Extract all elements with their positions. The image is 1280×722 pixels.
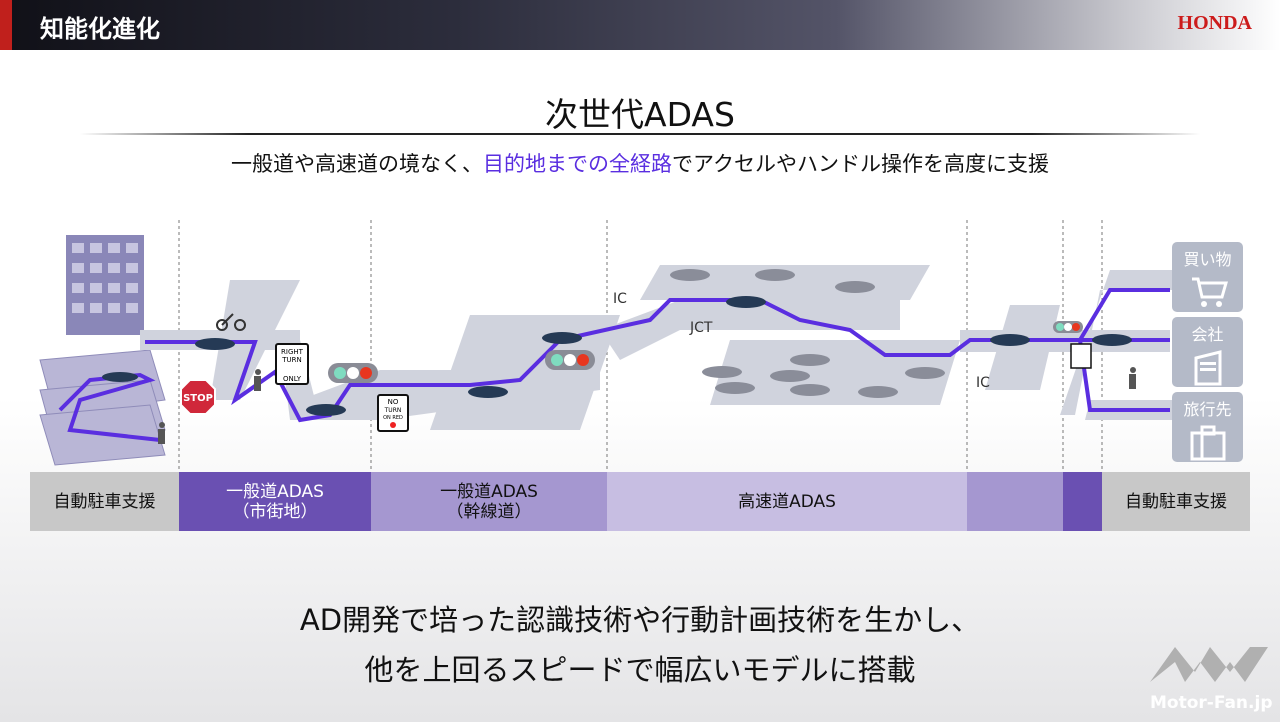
segment-label: 高速道ADAS xyxy=(738,491,836,512)
segment-auto-parking: 自動駐車支援 xyxy=(30,472,179,531)
destination-travel: 旅行先 xyxy=(1172,392,1243,462)
sign-text: ON RED xyxy=(383,415,403,421)
roads xyxy=(140,265,1175,430)
building-icon xyxy=(66,235,144,335)
segment-sublabel: （市街地） xyxy=(232,501,318,522)
traffic-light-icon xyxy=(1053,321,1083,333)
segment-arterial-adas: 一般道ADAS（幹線道） xyxy=(371,472,607,531)
sign-text: ONLY xyxy=(283,375,302,383)
ic-label: IC xyxy=(613,291,627,307)
segment-label: 自動駐車支援 xyxy=(53,491,156,512)
sign-text: RIGHT xyxy=(281,348,304,356)
stop-sign-text: STOP xyxy=(183,393,213,404)
segment-label: 自動駐車支援 xyxy=(1125,491,1227,512)
destination-shopping: 買い物 xyxy=(1172,242,1243,312)
jct-label: JCT xyxy=(689,320,713,336)
suitcase-icon xyxy=(1190,425,1225,461)
subtitle-highlight: 目的地までの全経路 xyxy=(483,152,673,176)
bottom-message: AD開発で培った認識技術や行動計画技術を生かし、他を上回るスピードで幅広いモデル… xyxy=(0,595,1280,695)
watermark: Motor-Fan.jp xyxy=(1150,693,1273,713)
segment-urban-adas: 一般道ADAS（市街地） xyxy=(179,472,371,531)
honda-logo: HONDA xyxy=(1177,12,1252,34)
car-icons xyxy=(102,296,1132,416)
no-turn-sign xyxy=(377,394,409,432)
parking-garage xyxy=(39,349,166,466)
bottom-line: AD開発で培った認識技術や行動計画技術を生かし、 xyxy=(299,603,981,637)
slide-subtitle: 一般道や高速道の境なく、目的地までの全経路でアクセルやハンドル操作を高度に支援 xyxy=(0,148,1280,178)
bottom-line: 他を上回るスピードで幅広いモデルに搭載 xyxy=(364,653,916,687)
sign-text: TURN xyxy=(384,407,402,414)
sign-text: TURN xyxy=(281,356,302,364)
slide-title: 次世代ADAS xyxy=(545,95,735,134)
traffic-light-icon xyxy=(545,350,595,370)
section-title: 知能化進化 xyxy=(40,15,160,43)
ic-label: IC xyxy=(976,375,990,391)
segment-sublabel: （幹線道） xyxy=(446,501,532,522)
segment-auto-parking-end: 自動駐車支援 xyxy=(1102,472,1250,531)
segment-arterial-end xyxy=(967,472,1063,531)
sign-text: NO xyxy=(388,398,399,406)
bicycle-icon xyxy=(216,313,246,331)
segment-urban-end xyxy=(1063,472,1102,531)
segment-label: 一般道ADAS xyxy=(440,481,538,502)
subtitle-text: 一般道や高速道の境なく、 xyxy=(231,152,484,176)
motor-fan-logo xyxy=(1150,647,1268,682)
pedestrian-icons xyxy=(158,367,1136,444)
destination-label: 買い物 xyxy=(1183,250,1232,269)
traffic-light-icon xyxy=(328,363,378,383)
destination-office: 会社 xyxy=(1172,317,1243,387)
building-icon xyxy=(1194,350,1221,386)
right-turn-sign xyxy=(275,343,309,385)
subtitle-text: でアクセルやハンドル操作を高度に支援 xyxy=(672,152,1049,176)
header-bar: 知能化進化 HONDA xyxy=(0,0,1280,50)
background-cars xyxy=(670,269,945,398)
destination-label: 会社 xyxy=(1191,325,1224,344)
right-turn-sign-small xyxy=(1070,343,1092,369)
segment-label: 一般道ADAS xyxy=(226,481,324,502)
cart-icon xyxy=(1191,277,1228,307)
segment-highway-adas: 高速道ADAS xyxy=(607,472,967,531)
destination-label: 旅行先 xyxy=(1183,400,1232,419)
title-divider xyxy=(80,133,1200,135)
stop-sign xyxy=(180,379,216,415)
